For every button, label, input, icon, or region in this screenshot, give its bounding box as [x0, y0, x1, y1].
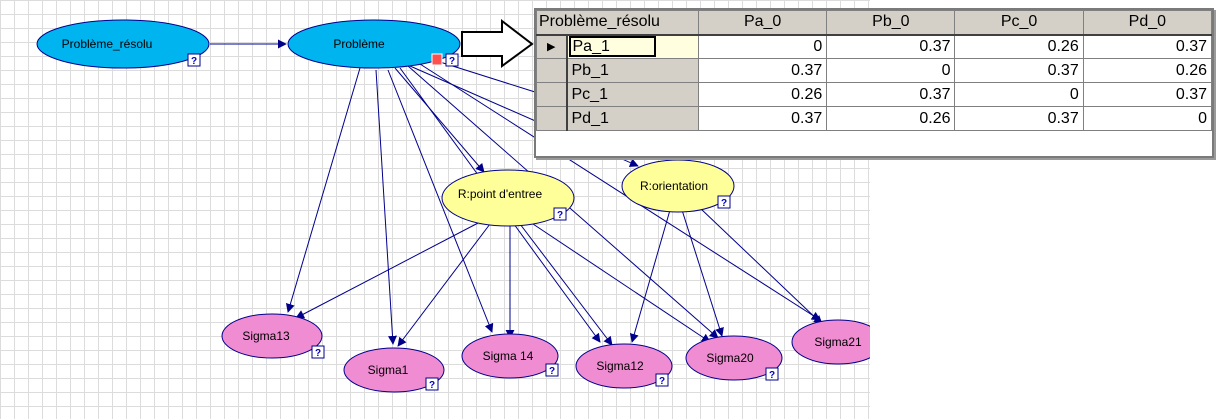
table-cell[interactable]: 0.37: [826, 82, 956, 107]
row-label[interactable]: Pa_1: [568, 35, 656, 57]
evidence-icon: [431, 53, 443, 66]
svg-text:?: ?: [549, 366, 555, 377]
table-cell[interactable]: 0.37: [954, 58, 1084, 83]
probability-table-window: Problème_résolu Pa_0 Pb_0 Pc_0 Pd_0 ▶ Pa…: [534, 8, 1214, 158]
edge-orientation-sigma12: [629, 209, 671, 343]
node-orientation[interactable]: R:orientation: [621, 159, 735, 213]
question-icon: ?: [545, 363, 559, 377]
node-label: Sigma20: [706, 351, 754, 365]
svg-text:?: ?: [769, 370, 775, 381]
node-sigma1[interactable]: Sigma1: [343, 347, 445, 393]
status-markers: ? ? ? ? ? ? ? ? ?: [187, 53, 779, 391]
node-label: Sigma1: [368, 363, 409, 377]
table-cell[interactable]: 0.26: [826, 106, 956, 131]
table-cell[interactable]: 0.26: [698, 82, 828, 107]
table-row: ▶ Pa_1 0 0.37 0.26 0.37: [536, 34, 1213, 59]
question-icon: ?: [445, 53, 459, 67]
node-label: Problème: [333, 37, 385, 51]
network-graph: Problème_résolu Problème R:point d'entre…: [36, 18, 870, 393]
node-sigma21[interactable]: Sigma21: [791, 319, 870, 365]
edge-entree-sigma1: [397, 223, 491, 347]
row-label[interactable]: Pd_1: [565, 106, 700, 131]
row-selector[interactable]: [536, 106, 568, 131]
question-icon: ?: [765, 367, 779, 381]
svg-text:?: ?: [429, 380, 435, 391]
pointer-arrow: [461, 18, 534, 68]
node-sigma13[interactable]: Sigma13: [221, 313, 323, 359]
edge-probleme-sigma21: [419, 63, 821, 321]
node-probleme-resolu[interactable]: Problème_résolu: [36, 19, 210, 69]
question-icon: ?: [655, 373, 669, 387]
node-label: Problème_résolu: [62, 37, 153, 51]
node-sigma14[interactable]: Sigma 14: [461, 333, 559, 379]
table-header-row: Problème_résolu Pa_0 Pb_0 Pc_0 Pd_0: [535, 10, 1213, 36]
edge-entree-sigma13: [295, 221, 481, 319]
table-cell[interactable]: 0: [826, 58, 956, 83]
table-row: Pb_1 0.37 0 0.37 0.26: [536, 58, 1213, 83]
edge-probleme-point-entree: [394, 67, 485, 173]
svg-text:?: ?: [191, 56, 197, 67]
edge-probleme-sigma14: [387, 69, 494, 333]
edge-orientation-sigma20: [681, 209, 724, 337]
table-cell[interactable]: 0.37: [698, 58, 828, 83]
table-cell[interactable]: 0.37: [698, 106, 828, 131]
node-label: Sigma 14: [483, 349, 534, 363]
table-cell[interactable]: 0.37: [1082, 34, 1213, 59]
table-cell[interactable]: 0.26: [1082, 58, 1213, 83]
table-corner-header: Problème_résolu: [535, 10, 700, 36]
column-header[interactable]: Pc_0: [954, 10, 1084, 36]
table-cell[interactable]: 0: [954, 82, 1084, 107]
node-label: Sigma21: [814, 335, 862, 349]
question-icon: ?: [553, 207, 567, 221]
svg-text:?: ?: [449, 56, 455, 67]
node-sigma20[interactable]: Sigma20: [685, 335, 783, 381]
node-sigma12[interactable]: Sigma12: [575, 343, 673, 389]
node-label: R:orientation: [640, 179, 708, 193]
question-icon: ?: [311, 345, 325, 359]
edge-entree-sigma12: [519, 223, 613, 346]
table-cell[interactable]: 0.37: [954, 106, 1084, 131]
table-cell[interactable]: 0.37: [1082, 82, 1213, 107]
node-label: R:point d'entree: [458, 187, 543, 201]
edge-probleme-upper: [439, 61, 536, 93]
question-icon: ?: [717, 195, 731, 209]
column-header[interactable]: Pb_0: [826, 10, 956, 36]
edge-probleme-sigma1: [375, 69, 397, 345]
table-cell[interactable]: 0.37: [826, 34, 956, 59]
probability-table: Problème_résolu Pa_0 Pb_0 Pc_0 Pd_0 ▶ Pa…: [535, 10, 1213, 131]
edge-orientation-sigma21: [699, 207, 823, 325]
table-row: Pc_1 0.26 0.37 0 0.37: [536, 82, 1213, 107]
edge-probleme-sigma13: [285, 67, 361, 313]
row-selector-arrow-icon[interactable]: ▶: [536, 34, 568, 59]
table-cell[interactable]: 0.26: [954, 34, 1084, 59]
question-icon: ?: [187, 53, 201, 67]
row-selector[interactable]: [536, 58, 568, 83]
svg-text:?: ?: [557, 210, 563, 221]
table-cell[interactable]: 0: [698, 34, 828, 59]
table-row: Pd_1 0.37 0.26 0.37 0: [536, 106, 1213, 131]
row-label[interactable]: Pb_1: [565, 58, 700, 83]
table-cell[interactable]: 0: [1082, 106, 1213, 131]
row-label[interactable]: Pc_1: [565, 82, 700, 107]
node-label: Sigma12: [596, 359, 644, 373]
question-icon: ?: [425, 377, 439, 391]
edge-entree-sigma20: [529, 221, 711, 343]
node-point-entree[interactable]: R:point d'entree: [441, 169, 575, 227]
svg-text:?: ?: [721, 198, 727, 209]
column-header[interactable]: Pd_0: [1082, 10, 1213, 36]
svg-text:?: ?: [659, 376, 665, 387]
svg-text:?: ?: [315, 348, 321, 359]
column-header[interactable]: Pa_0: [698, 10, 828, 36]
node-probleme[interactable]: Problème: [287, 19, 461, 69]
node-label: Sigma13: [242, 329, 290, 343]
row-label-cell[interactable]: Pa_1: [565, 34, 700, 59]
row-selector[interactable]: [536, 82, 568, 107]
